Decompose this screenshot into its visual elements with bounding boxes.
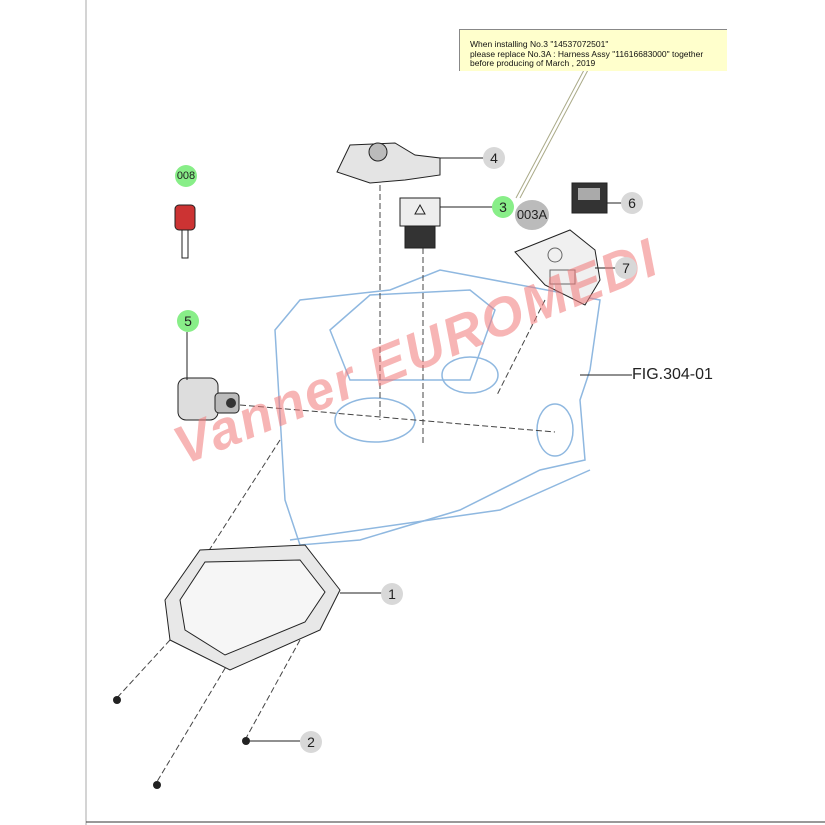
callout-2: 2	[300, 731, 322, 753]
callout-5: 5	[177, 310, 199, 332]
part-5-switch	[177, 377, 240, 421]
callout-6: 6	[621, 192, 643, 214]
note-line: before producing of March , 2019	[470, 58, 596, 68]
installation-note: When installing No.3 "14537072501" pleas…	[459, 29, 727, 71]
note-line: When installing No.3 "14537072501"	[470, 39, 609, 49]
callout-3: 3	[492, 196, 514, 218]
leader-dashed	[114, 185, 556, 786]
part-7-bracket	[514, 229, 601, 306]
callout-lines	[186, 69, 632, 742]
note-line: please replace No.3A : Harness Assy "116…	[470, 48, 704, 59]
part-4-ignition	[336, 142, 441, 184]
figure-reference: FIG.304-01	[632, 366, 713, 383]
part-6-switch	[571, 182, 608, 214]
callout-003a: 003A	[515, 200, 549, 230]
part-008-key	[174, 204, 196, 259]
callout-1: 1	[381, 583, 403, 605]
part-2-screws	[113, 696, 250, 789]
part-1-cluster	[164, 544, 341, 671]
callout-008: 008	[175, 165, 197, 187]
part-3-hazard-switch	[399, 197, 441, 249]
callout-7: 7	[615, 257, 637, 279]
callout-4: 4	[483, 147, 505, 169]
